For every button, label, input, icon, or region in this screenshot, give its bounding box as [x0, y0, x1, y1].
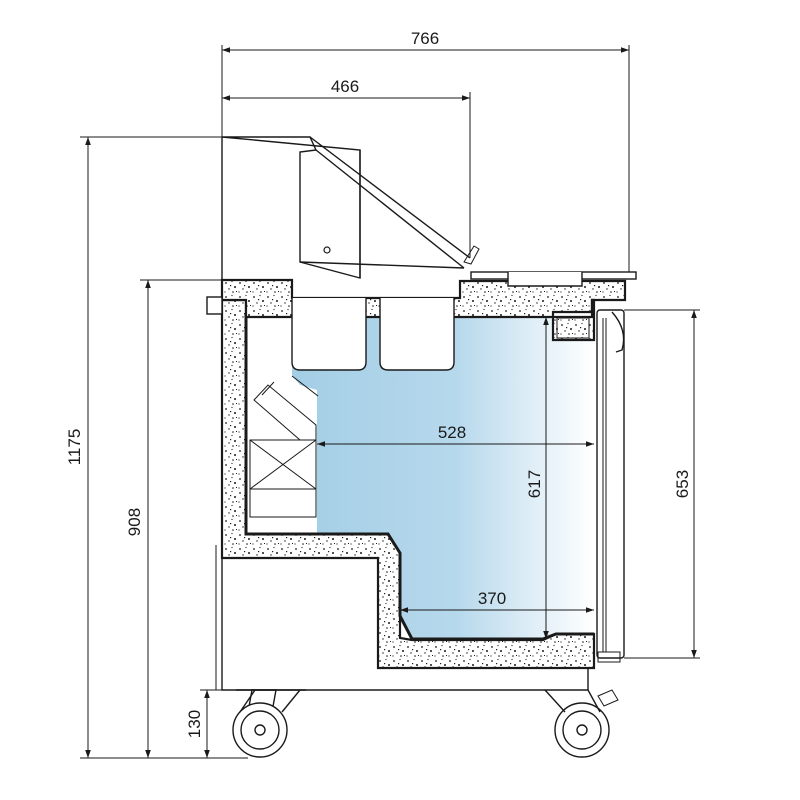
hinged-lid[interactable] — [221, 136, 480, 280]
label-interior-height: 617 — [525, 470, 544, 498]
castor-left — [232, 689, 306, 758]
label-interior-depth: 528 — [438, 423, 466, 442]
dimensions: 766 466 1175 908 130 528 617 370 653 — [65, 29, 700, 759]
door-handle[interactable] — [611, 311, 625, 353]
door-frame-block — [551, 298, 596, 342]
label-overall-depth: 766 — [411, 29, 439, 48]
cabinet-body — [206, 136, 637, 758]
machine-compartment — [221, 558, 589, 691]
door[interactable] — [596, 309, 625, 663]
castor-right — [544, 689, 619, 758]
label-worktop-height: 908 — [125, 508, 144, 536]
label-door-height: 653 — [673, 470, 692, 498]
gastronorm-pans — [291, 298, 455, 397]
basket-stack — [249, 381, 317, 518]
label-leg-height: 130 — [185, 710, 204, 738]
cooled-compartment — [246, 317, 594, 639]
label-lower-depth: 370 — [478, 589, 506, 608]
label-lid-depth: 466 — [331, 77, 359, 96]
label-overall-height: 1175 — [65, 429, 84, 466]
